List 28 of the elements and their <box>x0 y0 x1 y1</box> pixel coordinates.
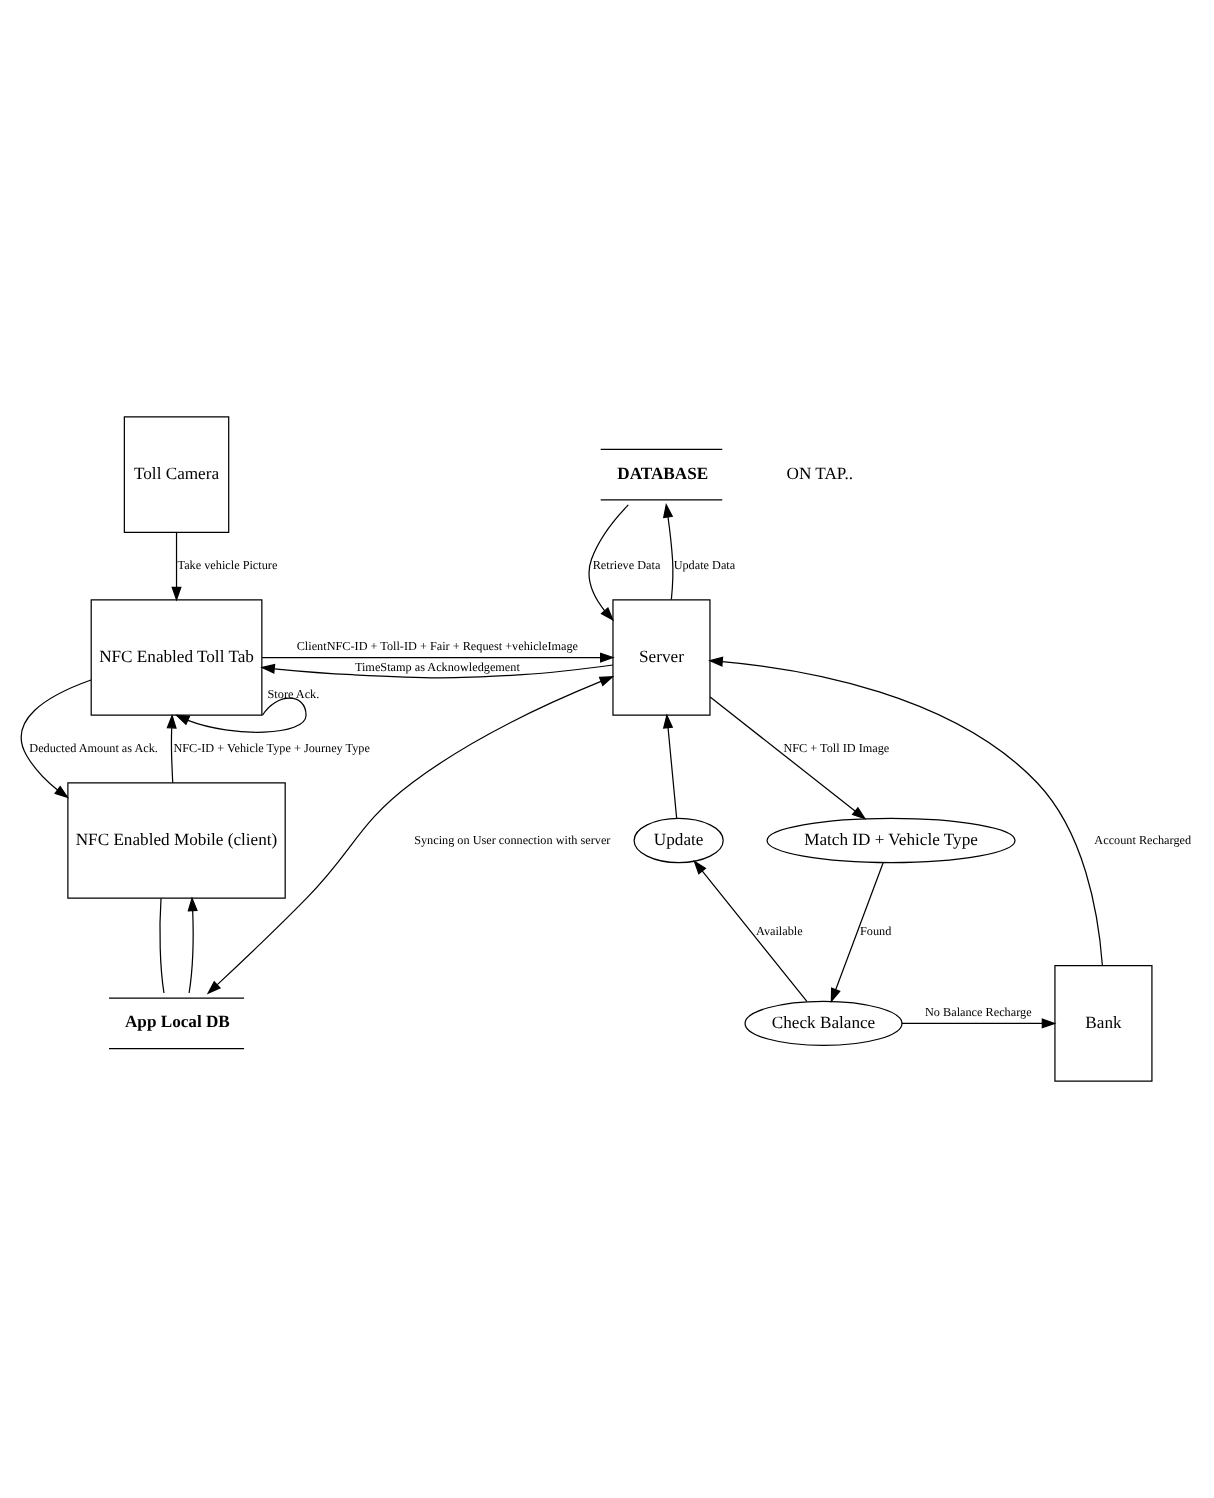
arrow <box>693 859 808 1003</box>
label: ON TAP.. <box>786 463 854 484</box>
arrow <box>20 679 92 799</box>
connector <box>159 897 165 994</box>
arrow <box>901 1018 1057 1029</box>
node-box: NFC Enabled Toll Tab <box>90 599 263 716</box>
arrow <box>171 531 182 602</box>
arrow <box>260 663 614 679</box>
arrow <box>662 502 674 601</box>
arrow <box>830 862 884 1003</box>
node-box: Server <box>612 599 711 716</box>
arrow <box>206 676 615 995</box>
arrow <box>187 896 198 994</box>
node-box: NFC Enabled Mobile (client) <box>67 782 286 899</box>
node-ellipse: Match ID + Vehicle Type <box>766 817 1016 864</box>
arrow <box>662 713 678 819</box>
arrow <box>166 713 177 784</box>
arrow <box>174 697 307 733</box>
node-ellipse: Update <box>633 817 724 864</box>
arrow <box>261 652 615 663</box>
arrow <box>709 696 867 820</box>
arrow <box>588 504 629 622</box>
arrow <box>708 656 1103 967</box>
node-ellipse: Check Balance <box>744 1000 903 1047</box>
node-text: DATABASE <box>617 462 709 483</box>
node-box: Toll Camera <box>123 416 230 533</box>
node-box: Bank <box>1054 965 1153 1082</box>
node-text: App Local DB <box>124 1011 230 1032</box>
